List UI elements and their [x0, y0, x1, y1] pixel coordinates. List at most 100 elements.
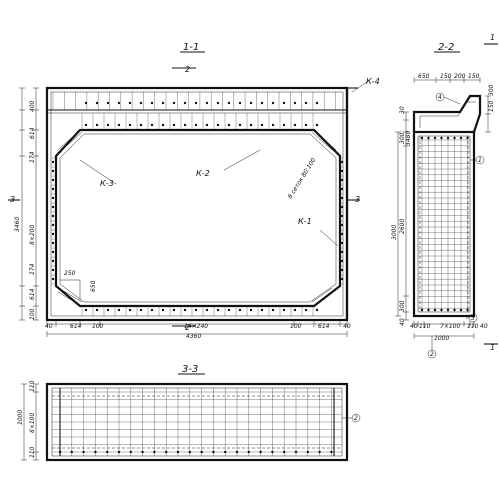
s1-bar-dot-left [51, 214, 55, 218]
s1-bar-dot-right [340, 169, 344, 173]
s1-dim-total-width: 4360 [186, 333, 201, 340]
s1-bar-dot-right [340, 205, 344, 209]
s1-haunch-br [311, 287, 337, 305]
s3-bar-dot-bottom [129, 450, 132, 454]
s1-bar-dot-right [340, 277, 344, 281]
s1-bar-dot-left [51, 268, 55, 272]
s1-bar-dot-slab [216, 101, 220, 105]
s2-bar-dot-bottom [433, 308, 437, 312]
s2-dim-top-3: 150 [468, 73, 480, 80]
s2-bar-dot-top [420, 136, 424, 140]
s3-bar-dot-bottom [294, 450, 298, 454]
s1-bar-dot-top [128, 123, 132, 127]
s1-dim-bottom-4: 100 [290, 323, 302, 330]
s3-bar-dot-bottom [247, 450, 250, 454]
spacing-note: 8 сеток 80:100 [287, 157, 318, 200]
s1-bar-dot-slab [172, 101, 176, 105]
s1-bar-dot-left [51, 187, 55, 191]
s2-bar-dot-bottom [427, 308, 430, 312]
s1-bar-dot-top [293, 123, 297, 127]
s2-bar-dot-top [459, 136, 463, 140]
s1-bar-dot-slab [315, 101, 319, 105]
section-3-title: 3-3 [182, 364, 198, 375]
s2-marker-4-leader [443, 96, 461, 105]
s1-dim-left-1: 614 [29, 127, 36, 139]
s1-haunch-tr [311, 131, 337, 151]
s2-bar-dot-bottom [466, 308, 469, 312]
s1-k4-leader [351, 79, 371, 93]
s1-bar-dot-slab [139, 101, 143, 105]
s1-bar-dot-slab [194, 101, 198, 105]
s2-dim-left-0: 30 [399, 106, 406, 114]
s3-dim-left-2: 8×100 [29, 413, 36, 433]
s2-dim-left-5: 40 [399, 318, 406, 326]
s1-opening-contour [54, 128, 342, 308]
s1-bar-dot-bottom [194, 308, 198, 312]
s1-bar-dot-left [51, 241, 55, 245]
s1-bar-dot-bottom [260, 308, 264, 312]
s2-dim-left-3: 2600 [399, 219, 406, 234]
s1-bar-dot-left [51, 232, 55, 236]
s2-dim-bottom-1: 110 [419, 323, 431, 330]
s1-bar-dot-slab [304, 101, 308, 105]
s1-bar-dot-top [172, 123, 176, 127]
s1-bar-dot-top [315, 123, 319, 127]
bar-k4-label: К-4 [366, 77, 380, 86]
s2-bar-dot-bottom [446, 308, 450, 312]
s2-dim-right-1: 150 [488, 100, 495, 112]
s1-bar-dot-top [106, 123, 110, 127]
section-1-cut-mark-bottom: 2 [185, 323, 190, 332]
marker-4-label: 4 [438, 94, 442, 101]
s3-dim-left-3: 110 [29, 446, 36, 458]
s2-top-cap [412, 94, 482, 133]
s1-bar-dot-bottom [216, 308, 220, 312]
bar-k1-label: К-1 [298, 217, 312, 226]
s1-bar-dot-slab [238, 101, 242, 105]
s1-bar-dot-top [117, 123, 121, 127]
s1-bar-dot-slab [227, 101, 231, 105]
s1-bar-dot-top [216, 123, 220, 127]
s2-dim-top-0: 650 [418, 73, 430, 80]
s3-bar-dot-bottom [82, 450, 85, 454]
s1-dim-total-height: 3460 [14, 217, 21, 232]
s3-bar-dot-bottom [176, 450, 180, 454]
s2-dim-total-height: 3000 [391, 225, 398, 240]
marker-2-label: 2 [430, 351, 434, 358]
s1-bar-dot-right [340, 187, 344, 191]
s1-bar-dot-right [340, 268, 344, 272]
s1-bar-dot-right [340, 178, 344, 182]
drawing-geometry [8, 43, 498, 462]
s1-bar-dot-bottom [249, 308, 253, 312]
s2-bar-dot-bottom [459, 308, 463, 312]
s1-bar-dot-bottom [293, 308, 297, 312]
s2-bar-dot-top [466, 136, 469, 140]
s1-bar-dot-slab [271, 101, 275, 105]
s1-bar-dot-slab [249, 101, 253, 105]
s2-top-cap-inner [419, 101, 476, 128]
s1-bar-dot-bottom [117, 308, 121, 312]
s1-bar-dot-bottom [139, 308, 143, 312]
s3-bar-dot-bottom [117, 450, 121, 454]
s1-bar-dot-bottom [227, 308, 231, 312]
s1-bar-dot-slab [106, 101, 110, 105]
haunch-vertical-dim: 650 [90, 280, 97, 292]
s1-bar-dot-left [51, 160, 55, 164]
s2-dim-bottom-2: 7×100 [440, 323, 460, 330]
s3-bar-dot-bottom [318, 450, 321, 454]
s1-dim-left-3: 8×200 [29, 225, 36, 245]
s1-bar-dot-left [51, 250, 55, 254]
s1-bar-dot-top [227, 123, 231, 127]
s3-bar-dot-bottom [200, 450, 203, 454]
marker-3-label: 3 [471, 315, 475, 322]
s1-bar-dot-right [340, 196, 344, 200]
s1-bar-dot-top [183, 123, 187, 127]
s2-bar-dot-top [446, 136, 450, 140]
section-1-cut-mark-top: 2 [185, 65, 190, 74]
s3-bar-dot-bottom [70, 450, 74, 454]
s1-opening-contour-inner [59, 133, 337, 303]
s1-bar-dot-right [340, 241, 344, 245]
s3-bar-dot-bottom [141, 450, 144, 454]
s3-bar-dot-bottom [259, 450, 262, 454]
s1-dim-bottom-1: 614 [70, 323, 82, 330]
